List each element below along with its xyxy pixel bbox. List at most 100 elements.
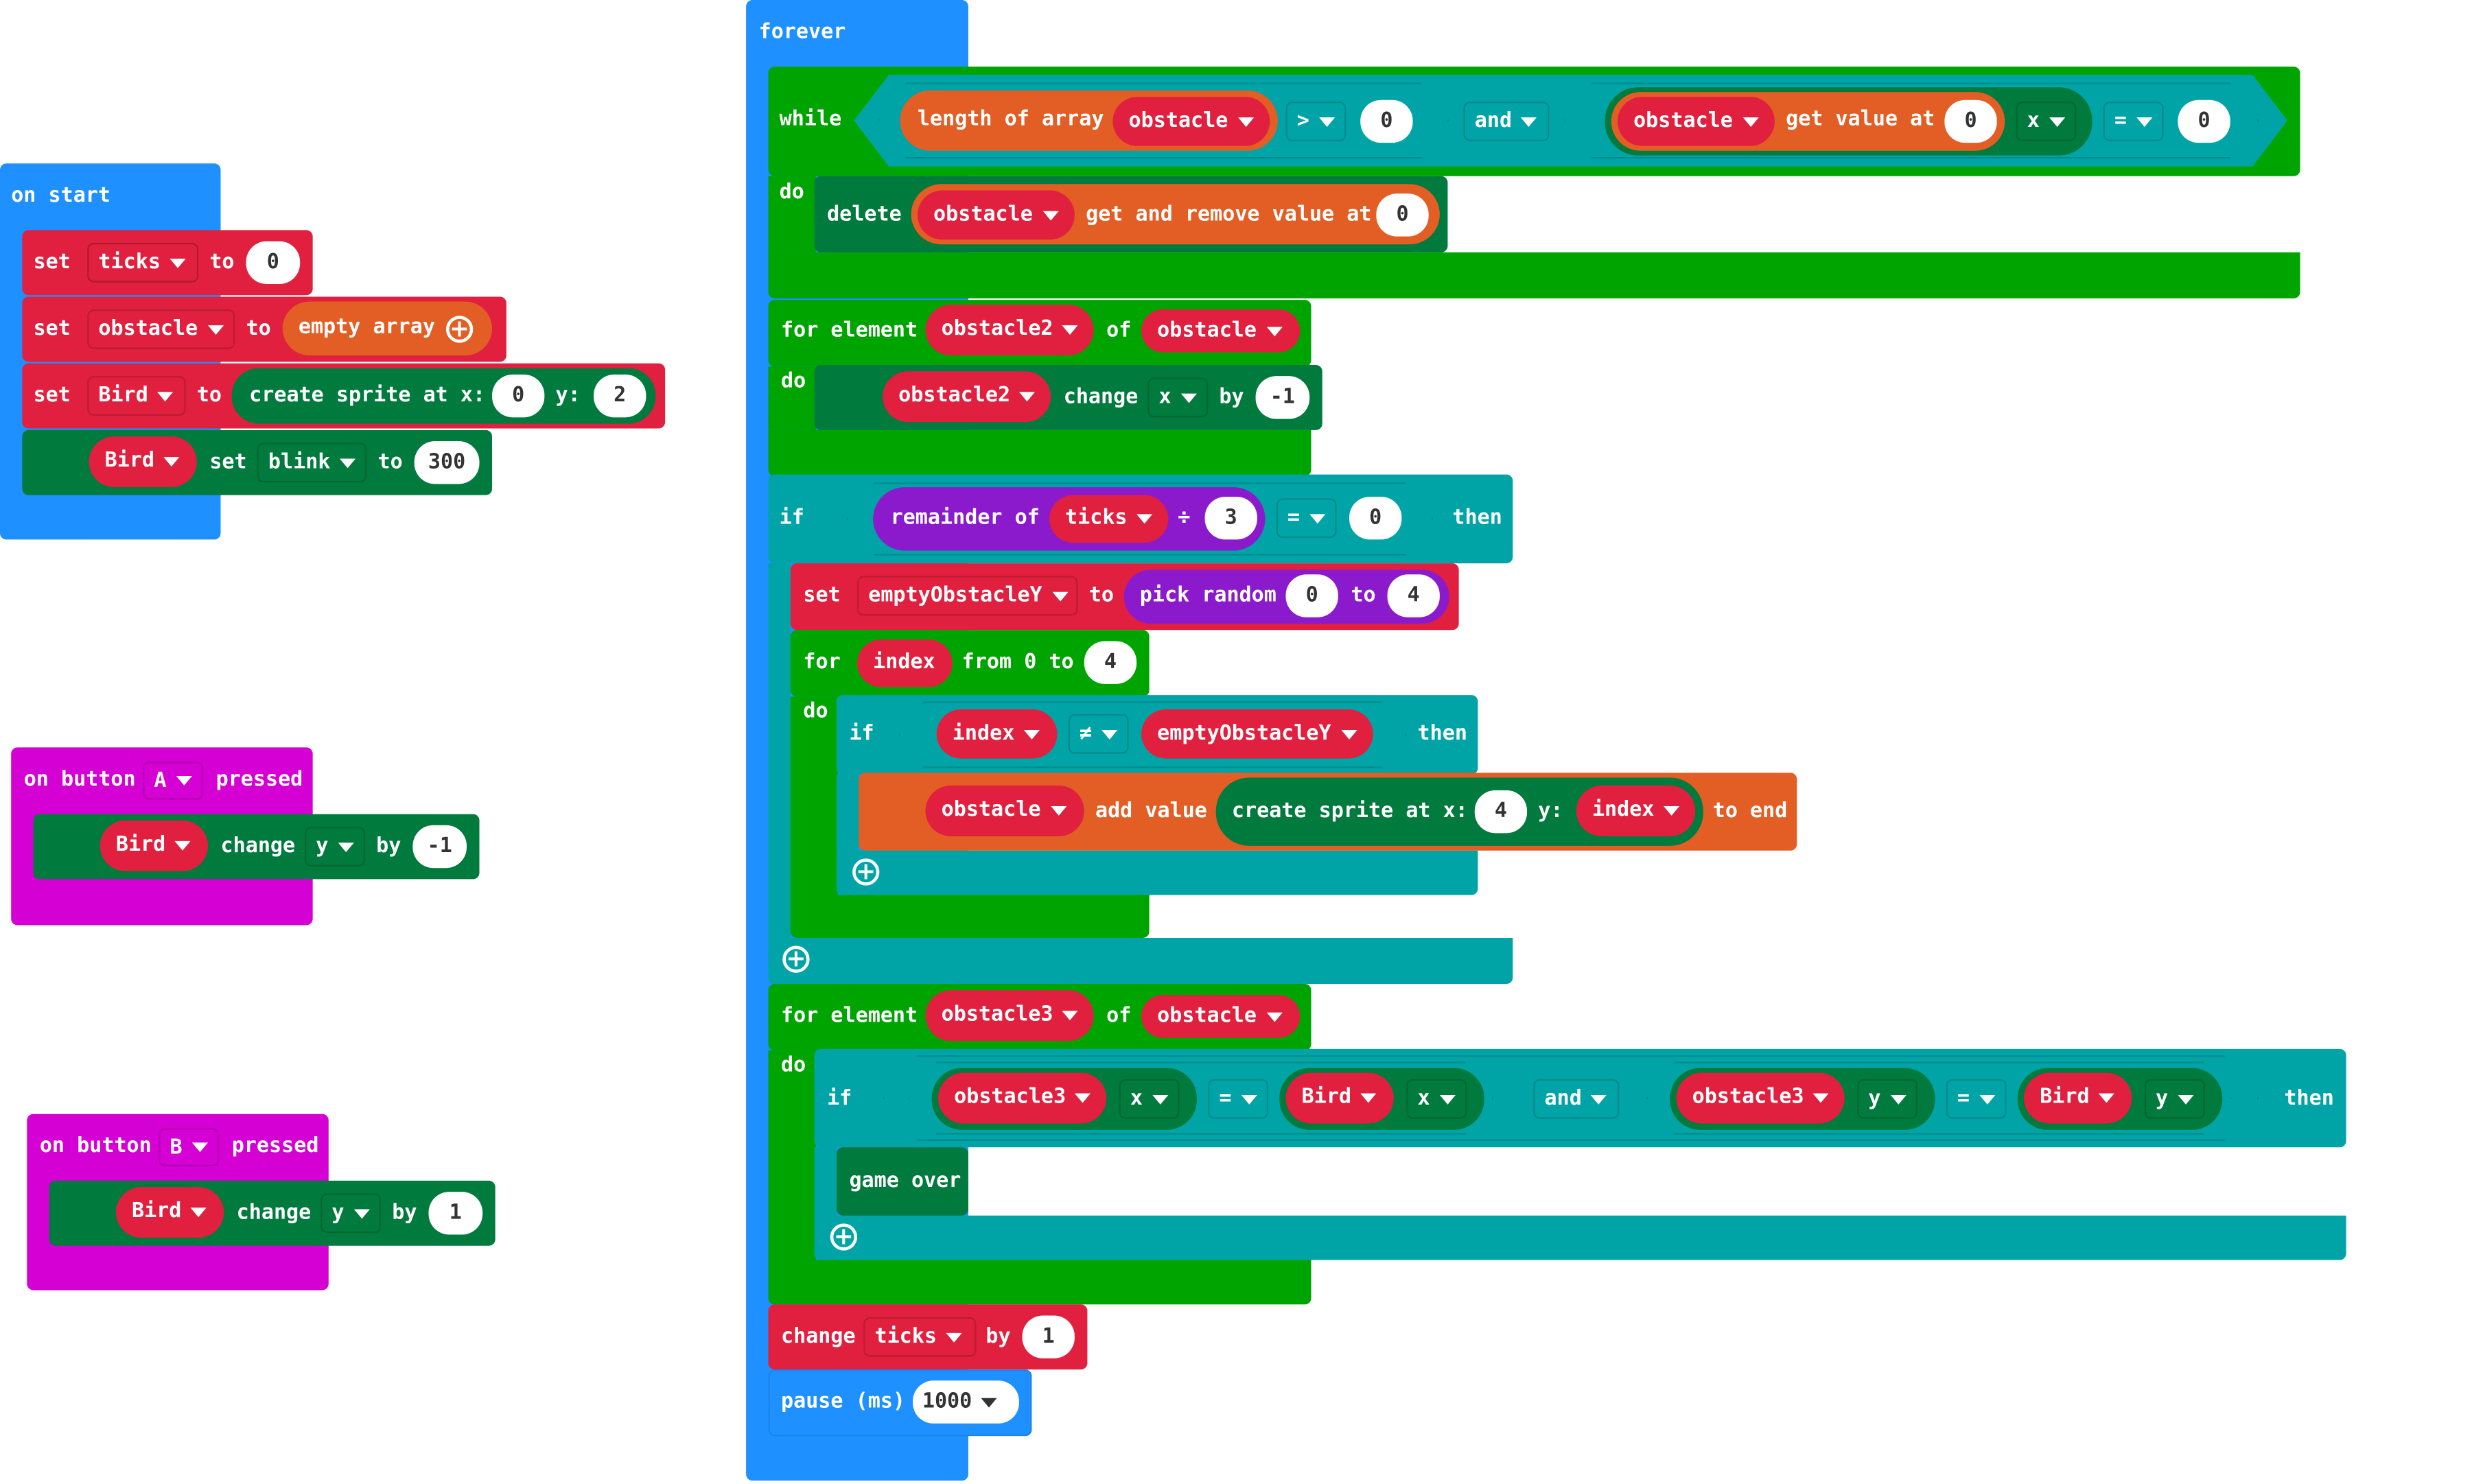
add-value-label: add value (1095, 799, 1207, 824)
index-input[interactable]: 0 (1376, 193, 1429, 237)
prop-x-dropdown[interactable]: x (1406, 1079, 1467, 1119)
obstacle-var[interactable]: obstacle (917, 190, 1075, 240)
do-label: do (780, 1053, 806, 1078)
to-label: to (209, 250, 235, 275)
compare-value-input[interactable]: 0 (1360, 99, 1413, 143)
obstacle3-var[interactable]: obstacle3 (937, 1072, 1107, 1124)
do-label: do (780, 369, 806, 394)
sprite-y-input[interactable]: 2 (594, 374, 646, 418)
change-value-input[interactable]: -1 (1255, 376, 1310, 419)
obstacle-var[interactable]: obstacle (1141, 309, 1301, 353)
obstacle-var[interactable]: obstacle (1617, 97, 1775, 146)
obstacle-var[interactable]: obstacle (1112, 97, 1270, 146)
axis-x-dropdown[interactable]: x (1147, 377, 1209, 418)
bird-var-dropdown[interactable]: Bird (87, 376, 186, 416)
obstacle-var-dropdown[interactable]: obstacle (87, 309, 235, 349)
button-a-dropdown[interactable]: A (143, 762, 204, 800)
obstacle3-var[interactable]: obstacle3 (1676, 1072, 1845, 1124)
index-var[interactable]: index (1576, 785, 1696, 836)
chevron-down-icon (1180, 392, 1197, 403)
ticks-var-dropdown[interactable]: ticks (863, 1317, 977, 1357)
obstacle2-var[interactable]: obstacle2 (883, 371, 1051, 423)
and-dropdown[interactable]: and (1463, 102, 1550, 141)
ticks-initial-input[interactable]: 0 (246, 241, 301, 285)
chevron-down-icon (1042, 210, 1058, 220)
operator-neq-dropdown[interactable]: ≠ (1068, 714, 1129, 754)
ticks-var[interactable]: ticks (1049, 495, 1169, 543)
on-start-label: on start (11, 184, 111, 209)
set-label: set (33, 317, 71, 342)
compare-value-input[interactable]: 0 (2178, 99, 2230, 143)
axis-y-label: y (331, 1201, 345, 1225)
index-var[interactable]: index (936, 709, 1058, 759)
obstacle2-var[interactable]: obstacle2 (925, 305, 1094, 356)
prop-y-label: y (1868, 1087, 1881, 1111)
bird-sprite-var[interactable]: Bird (89, 436, 197, 488)
axis-y-dropdown[interactable]: y (320, 1193, 382, 1234)
bird-sprite-var[interactable]: Bird (100, 820, 209, 871)
chevron-down-icon (1890, 1094, 1907, 1104)
prop-x-dropdown[interactable]: x (1119, 1079, 1180, 1119)
empty-array-label: empty array (298, 316, 435, 340)
change-value-input[interactable]: -1 (412, 825, 467, 869)
create-sprite-block[interactable] (231, 368, 656, 424)
chevron-down-icon (1050, 806, 1066, 816)
loop-max-input[interactable]: 4 (1084, 641, 1137, 684)
empty-obstacle-y-var[interactable]: emptyObstacleY (1141, 709, 1373, 759)
bird-var[interactable]: Bird (1285, 1072, 1394, 1124)
operator-gt-dropdown[interactable]: > (1285, 102, 1346, 141)
random-max-input[interactable]: 4 (1387, 574, 1440, 617)
empty-obstacle-y-label: emptyObstacleY (1157, 721, 1331, 745)
sprite-x-input[interactable]: 0 (492, 374, 545, 418)
compare-value-input[interactable]: 0 (1349, 496, 1402, 540)
blink-label: blink (268, 450, 331, 475)
chevron-down-icon (2178, 1094, 2194, 1104)
change-value-input[interactable]: 1 (428, 1192, 483, 1235)
add-item-icon[interactable]: + (445, 316, 474, 343)
operator-eq-dropdown[interactable]: = (1208, 1079, 1269, 1119)
bird-sprite-var[interactable]: Bird (115, 1187, 224, 1238)
sprite-x-input[interactable]: 4 (1474, 790, 1528, 834)
pause-value-dropdown[interactable]: 1000 (912, 1380, 1019, 1424)
button-b-dropdown[interactable]: B (159, 1128, 220, 1167)
prop-y-dropdown[interactable]: y (1857, 1079, 1918, 1119)
add-branch-icon[interactable]: + (782, 945, 810, 973)
operator-eq-dropdown[interactable]: = (2103, 102, 2164, 141)
obstacle-var[interactable]: obstacle (925, 785, 1084, 836)
add-branch-icon[interactable]: + (830, 1223, 858, 1251)
get-remove-label: get and remove value at (1086, 203, 1372, 227)
blink-prop-dropdown[interactable]: blink (257, 443, 367, 483)
random-min-input[interactable]: 0 (1285, 574, 1338, 617)
change-value-input[interactable]: 1 (1022, 1315, 1075, 1358)
prop-x-dropdown[interactable]: x (2016, 102, 2077, 141)
axis-y-dropdown[interactable]: y (305, 827, 365, 867)
button-b-label: B (170, 1135, 183, 1159)
index-input[interactable]: 0 (1944, 99, 1997, 143)
prop-y-dropdown[interactable]: y (2144, 1079, 2205, 1119)
blink-value-input[interactable]: 300 (414, 441, 480, 484)
to-end-label: to end (1712, 799, 1788, 824)
divisor-input[interactable]: 3 (1204, 496, 1257, 540)
obstacle3-var[interactable]: obstacle3 (925, 990, 1094, 1041)
operator-eq-dropdown[interactable]: = (1276, 498, 1337, 539)
set-label: set (803, 584, 841, 608)
obstacle-var[interactable]: obstacle (1141, 995, 1301, 1038)
operator-eq-dropdown[interactable]: = (1946, 1079, 2007, 1119)
operator-eq-label: = (1957, 1087, 1970, 1111)
game-over-block[interactable] (836, 1147, 968, 1216)
index-var[interactable]: index (857, 639, 953, 687)
prop-x-label: x (1417, 1087, 1430, 1111)
change-label: change (1063, 386, 1139, 410)
by-label: by (1219, 386, 1244, 410)
bird-var[interactable]: Bird (2024, 1072, 2132, 1124)
add-branch-icon[interactable]: + (852, 858, 880, 886)
for-element-foot (768, 429, 1311, 476)
chevron-down-icon (1136, 514, 1153, 524)
if-label: if (849, 722, 874, 746)
ticks-var-dropdown[interactable]: ticks (87, 242, 199, 283)
and-dropdown[interactable]: and (1533, 1079, 1620, 1119)
empty-obstacle-y-dropdown[interactable]: emptyObstacleY (857, 576, 1078, 616)
chevron-down-icon (207, 325, 224, 334)
divide-label: ÷ (1178, 506, 1191, 530)
